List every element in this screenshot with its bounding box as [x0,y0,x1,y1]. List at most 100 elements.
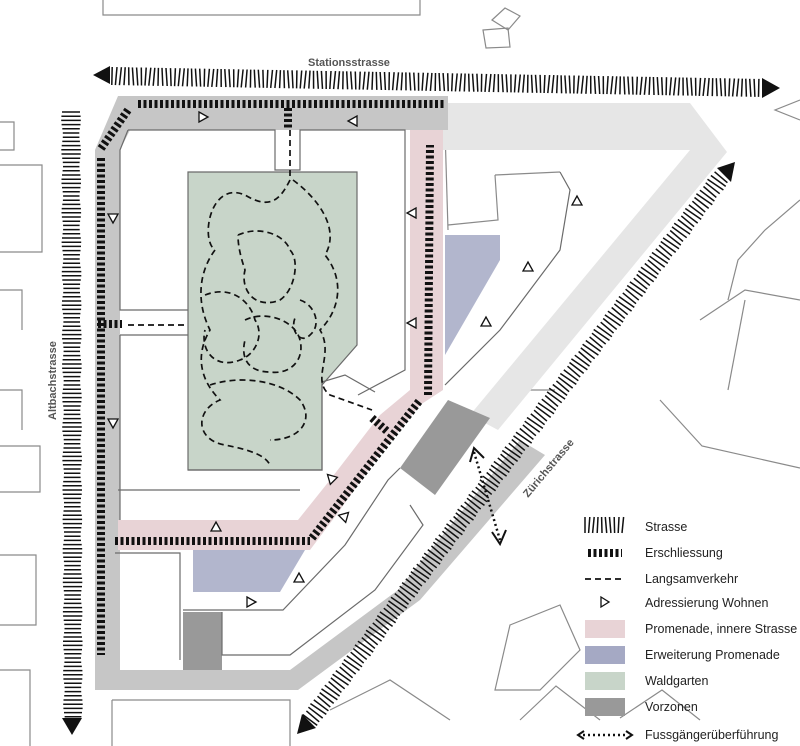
hatch-stroke [500,453,515,466]
hatch-stroke [395,72,400,91]
hatch-stroke [568,75,571,94]
hatch-stroke [442,73,446,92]
hatch-stroke [419,560,434,572]
hatch-stroke [224,69,227,88]
hatch-stroke [332,673,349,686]
hatch-stroke [604,516,608,534]
hatch-stroke [724,78,727,97]
hatch-stroke [635,76,639,95]
adressierung-triangle [405,206,417,220]
legend-item-fussgaenger: Fussgängerüberführung [576,728,778,742]
hatch-stroke [608,516,612,534]
hatch-stroke [710,174,727,188]
hatch-stroke [604,314,622,327]
hatch-stroke [557,376,574,389]
hatch-stroke [591,332,607,345]
hatch-stroke [320,70,324,89]
hatch-stroke [438,534,454,547]
hatch-stroke [397,589,412,602]
hatch-stroke [453,515,467,528]
hatch-stroke [610,76,614,95]
hatch-stroke [607,310,624,323]
hatch-stroke [731,78,736,97]
hatch-stroke [680,215,695,228]
hatch-stroke [379,611,397,624]
hatch-stroke [570,358,588,371]
hatch-stroke [578,350,592,363]
adressierung-triangle [106,213,120,225]
hatch-stroke [639,76,643,95]
hatch-stroke [552,383,568,396]
hatch-stroke [551,75,555,94]
hatch-stroke [316,70,320,89]
hatch-stroke [114,67,118,86]
hatch-stroke [597,75,601,95]
hatch-stroke [544,394,559,407]
hatch-stroke [390,596,408,609]
hatch-stroke [546,391,563,404]
legend-label: Adressierung Wohnen [645,596,769,610]
hatch-stroke [652,76,655,96]
hatch-stroke [623,76,626,95]
hatch-stroke [410,570,427,584]
hatch-stroke [625,288,640,301]
hatch-stroke [748,78,752,97]
hatch-stroke [408,574,423,587]
hatch-stroke [278,70,282,89]
hatch-stroke [476,73,479,92]
hatch-stroke [660,77,664,96]
hatch-stroke [660,240,677,254]
hatch-stroke [455,512,471,525]
strasse-zuerichstrasse [302,171,728,727]
adressierung-triangle [521,260,535,272]
hatch-stroke [539,74,542,93]
hatch-stroke [386,604,401,616]
hatch-stroke [617,516,620,534]
hatch-stroke [339,666,354,679]
hatch-stroke [457,508,474,521]
hatch-stroke [695,193,713,206]
hatch-stroke [135,67,139,86]
hatch-stroke [698,77,702,96]
hatch-stroke [366,71,370,90]
legend-item-strasse: Strasse [584,516,687,534]
legend-label: Vorzonen [645,700,698,714]
label-altbachstrasse: Altbachstrasse [47,341,59,420]
legend-item-promenade: Promenade, innere Strasse [585,620,797,638]
hatch-stroke [526,416,544,430]
adressierung-triangle [198,110,210,124]
hatch-stroke [715,78,718,97]
legend-label: Promenade, innere Strasse [645,622,797,636]
hatch-stroke [522,74,526,93]
hatch-stroke [587,516,591,534]
hatch-stroke [690,77,693,96]
hatch-stroke [257,69,261,88]
hatch-stroke [471,73,475,92]
hatch-stroke [524,420,541,433]
hatch-stroke [567,365,581,378]
legend-item-waldgarten: Waldgarten [585,672,709,690]
legend-item-vorzonen: Vorzonen [585,698,698,716]
hatch-stroke [627,76,630,95]
hatch-stroke [330,677,346,690]
hatch-stroke [649,255,666,268]
erweiterung-area [193,235,500,592]
hatch-stroke [425,72,429,91]
hatch-stroke [548,387,566,400]
hatch-stroke [391,72,395,91]
hatch-stroke [736,78,740,97]
hatch-stroke [364,633,379,646]
hatch-stroke [640,266,658,279]
hatch-stroke [211,68,215,87]
hatch-stroke [244,69,248,88]
hatch-stroke [207,68,211,87]
hatch-stroke [329,70,332,90]
legend-item-langsamverkehr: Langsamverkehr [585,572,738,586]
hatch-stroke [317,695,331,708]
hatch-stroke [358,71,361,90]
legend-label: Erweiterung Promenade [645,648,780,662]
hatch-stroke [118,67,123,86]
hatch-stroke [560,75,563,94]
hatch-stroke [596,516,599,534]
